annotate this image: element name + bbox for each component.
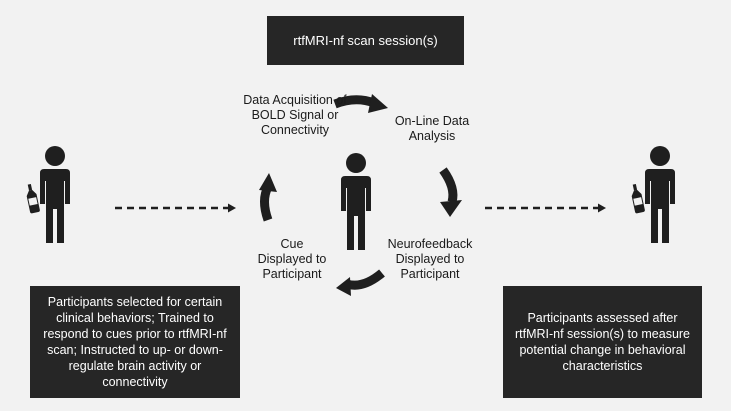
cycle-arrow-right <box>439 167 458 204</box>
participant-assessment-box: Participants assessed after rtfMRI-nf se… <box>503 286 702 398</box>
bottle-icon <box>24 183 41 214</box>
right-dashed-arrow <box>485 203 606 213</box>
step-cue: Cue Displayed to Participant <box>257 237 327 281</box>
cycle-arrow-bottom <box>345 269 385 290</box>
cycle-arrowhead-left <box>259 173 277 192</box>
participant-selection-text: Participants selected for certain clinic… <box>43 295 227 389</box>
right-participant-figure <box>629 146 675 243</box>
left-dashed-arrow <box>115 203 236 213</box>
cycle-arrowhead-bottom <box>336 277 351 296</box>
cycle-arrow-left <box>260 184 273 222</box>
cycle-arrowhead-right <box>440 200 462 217</box>
bottle-icon <box>629 183 646 214</box>
step-neurofeedback: Neurofeedback Displayed to Participant <box>387 237 473 281</box>
participant-assessment-text: Participants assessed after rtfMRI-nf se… <box>514 311 691 373</box>
center-participant-figure <box>341 153 371 250</box>
scan-session-title: rtfMRI-nf scan session(s) <box>293 32 438 48</box>
step-online-analysis: On-Line Data Analysis <box>394 114 470 143</box>
scan-session-title-box: rtfMRI-nf scan session(s) <box>267 16 464 65</box>
step-data-acquisition: Data Acquisition of BOLD Signal or Conne… <box>243 93 347 137</box>
cycle-arrowhead-top <box>368 94 388 113</box>
left-participant-figure <box>24 146 70 243</box>
participant-selection-box: Participants selected for certain clinic… <box>30 286 240 398</box>
